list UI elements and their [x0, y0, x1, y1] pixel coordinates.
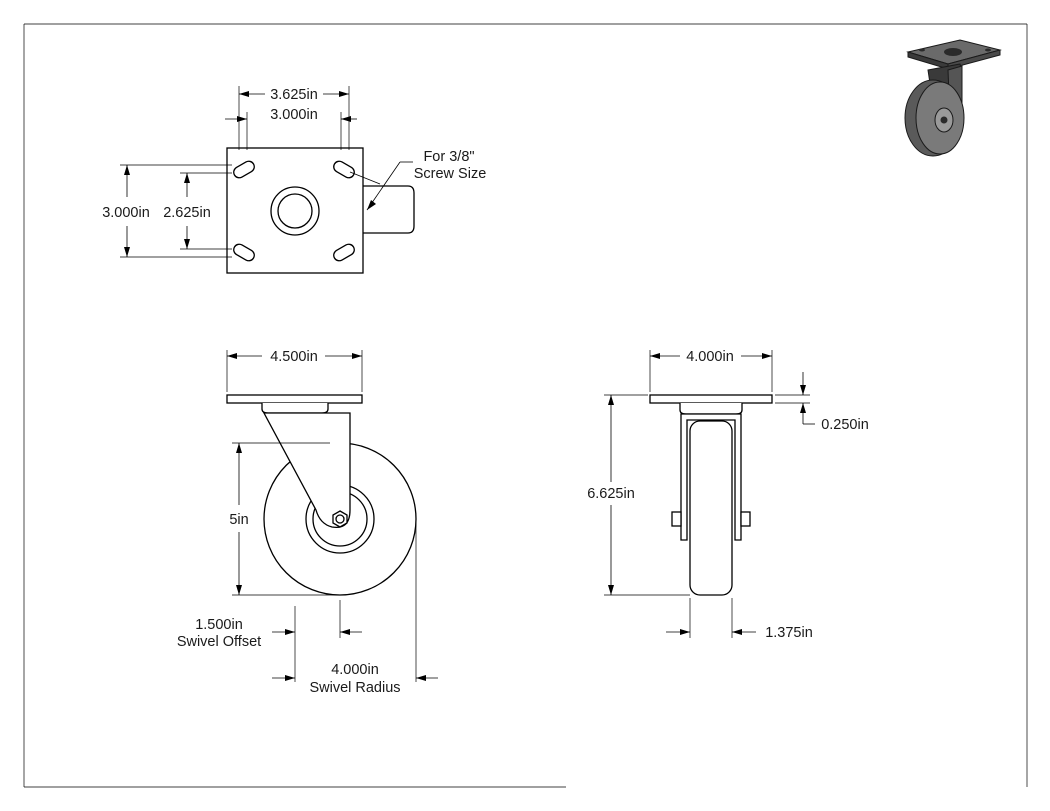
dim-plate-height-inner: 2.625in [163, 205, 211, 221]
front-raceway [261, 403, 329, 414]
screw-note-line1: For 3/8" [423, 149, 474, 165]
dim-plate-thickness: 0.250in [821, 417, 869, 433]
top-view: 3.625in 3.000in 3.000in 2.625in For 3/8"… [102, 86, 487, 274]
isometric-caster-image [904, 39, 1002, 157]
bolt-slot-bottom-left [233, 243, 255, 262]
bolt-slot-bottom-right [333, 243, 355, 262]
side-axle-nut-right [740, 511, 751, 527]
dim-swivel-offset-value: 1.500in [195, 617, 243, 633]
dim-front-plate-width: 4.500in [270, 349, 318, 365]
top-view-stem [362, 185, 415, 234]
dim-swivel-radius-value: 4.000in [331, 662, 379, 678]
side-axle-head-left [671, 511, 682, 527]
dim-wheel-width: 1.375in [765, 625, 813, 641]
dim-swivel-radius-label: Swivel Radius [309, 680, 400, 696]
drawing-border [23, 23, 1028, 788]
dim-wheel-diameter: 5in [229, 512, 248, 528]
side-raceway [679, 403, 743, 415]
front-view: 4.500in 5in 1.500in Swivel Offset 4.000i… [177, 349, 438, 696]
dim-overall-height: 6.625in [587, 486, 635, 502]
bolt-slot-top-right [333, 160, 355, 179]
front-plate [226, 394, 363, 404]
bolt-slot-top-left [233, 160, 255, 179]
dim-plate-height-outer: 3.000in [102, 205, 150, 221]
dim-swivel-offset-label: Swivel Offset [177, 634, 261, 650]
dim-side-plate-width: 4.000in [686, 349, 734, 365]
front-fork-leg [262, 412, 351, 529]
side-view: 4.000in 6.625in 0.250in 1.375in [587, 349, 869, 641]
center-hole-inner [277, 193, 313, 229]
side-wheel [689, 420, 733, 596]
side-plate [649, 394, 773, 404]
dim-plate-width-outer: 3.625in [270, 87, 318, 103]
dim-plate-width-inner: 3.000in [270, 107, 318, 123]
screw-note-line2: Screw Size [414, 166, 487, 182]
side-fork [680, 413, 742, 541]
